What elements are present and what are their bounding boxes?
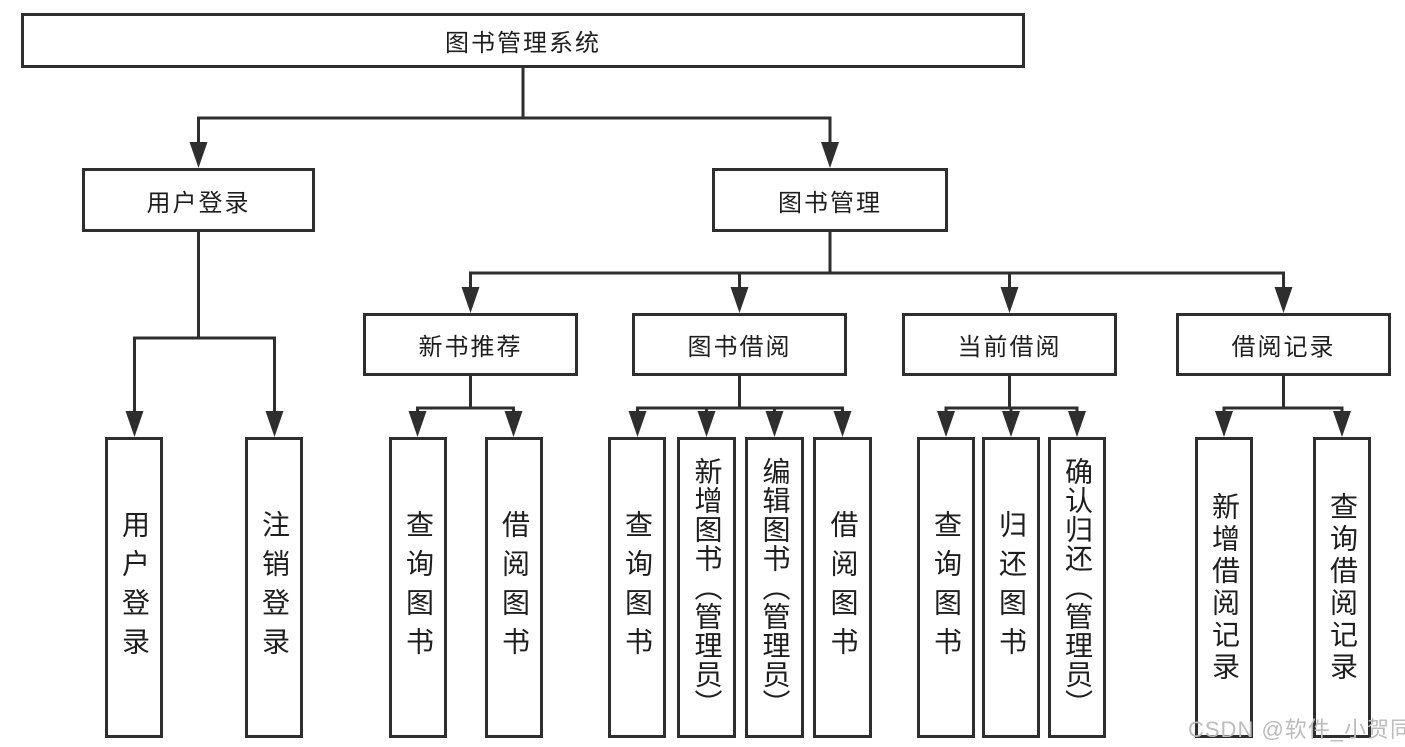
leaf-user-login: 用户登录	[105, 437, 163, 738]
leaf-label: 借阅图书	[827, 509, 859, 666]
leaf-query-books-current: 查询图书	[917, 437, 975, 738]
node-label: 新书推荐	[418, 334, 523, 361]
leaf-add-borrow-record: 新增借阅记录	[1195, 437, 1253, 738]
node-user-login: 用户登录	[82, 168, 315, 232]
node-label: 借阅记录	[1231, 334, 1336, 361]
leaf-query-books-borrow: 查询图书	[608, 437, 666, 738]
leaf-label: 注销登录	[259, 509, 290, 666]
node-label: 当前借阅	[957, 334, 1062, 361]
leaf-label: 编辑图书（管理员）	[759, 457, 791, 718]
leaf-confirm-return-admin: 确认归还（管理员）	[1048, 437, 1106, 738]
leaf-borrow-books: 借阅图书	[813, 437, 872, 738]
leaf-label: 查询图书	[622, 509, 653, 666]
leaf-label: 借阅图书	[499, 509, 530, 666]
node-current-borrowing: 当前借阅	[902, 313, 1117, 376]
leaf-edit-book-admin: 编辑图书（管理员）	[745, 437, 804, 738]
leaf-query-borrow-record: 查询借阅记录	[1313, 437, 1371, 738]
leaf-label: 确认归还（管理员）	[1062, 457, 1093, 718]
node-book-management: 图书管理	[712, 168, 948, 232]
node-borrowing-records: 借阅记录	[1176, 313, 1391, 376]
node-library-management-system: 图书管理系统	[21, 13, 1025, 68]
leaf-add-book-admin: 新增图书（管理员）	[677, 437, 736, 738]
leaf-query-books-recommend: 查询图书	[389, 437, 447, 738]
leaf-borrow-books-recommend: 借阅图书	[485, 437, 543, 738]
csdn-watermark: CSDN @软件_小贺同学	[1188, 717, 1405, 742]
node-label: 用户登录	[146, 189, 251, 217]
node-book-borrowing: 图书借阅	[632, 313, 847, 376]
leaf-label: 查询图书	[931, 509, 962, 666]
leaf-return-book: 归还图书	[982, 437, 1040, 738]
node-label: 图书管理系统	[445, 30, 601, 57]
node-label: 图书管理	[778, 189, 882, 217]
leaf-logout: 注销登录	[245, 437, 303, 738]
leaf-label: 归还图书	[996, 509, 1027, 666]
node-label: 图书借阅	[687, 334, 792, 361]
node-new-book-recommend: 新书推荐	[363, 313, 578, 376]
leaf-label: 新增借阅记录	[1209, 491, 1240, 684]
leaf-label: 查询借阅记录	[1327, 491, 1358, 684]
leaf-label: 用户登录	[119, 509, 150, 666]
leaf-label: 新增图书（管理员）	[691, 457, 723, 718]
leaf-label: 查询图书	[403, 509, 434, 666]
